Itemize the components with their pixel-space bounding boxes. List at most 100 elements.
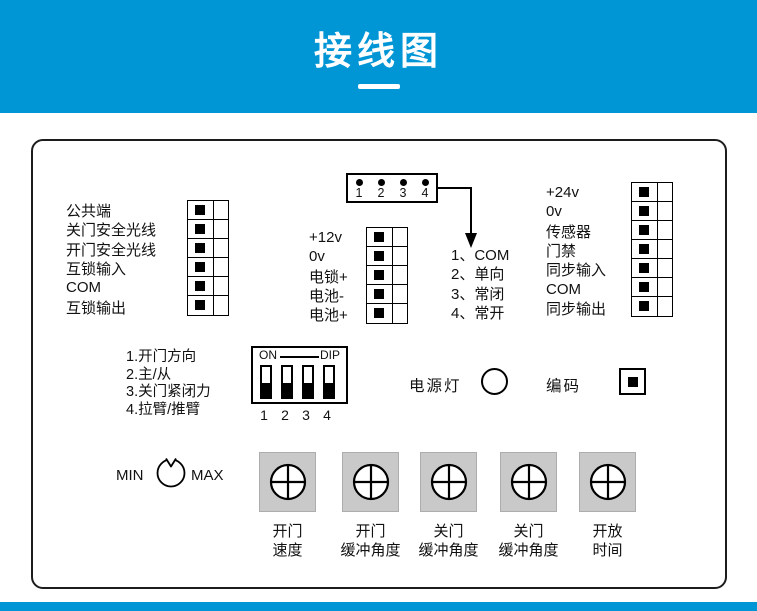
- pot-label-line: 开门: [355, 523, 386, 540]
- label-access-control: 门禁: [546, 243, 577, 261]
- terminal-screw-icon: [639, 187, 649, 197]
- label-close-door-safety-beam: 关门安全光线: [66, 222, 157, 240]
- terminal-pin: [632, 240, 672, 259]
- terminal-pin: [367, 266, 407, 285]
- label-sync-output: 同步输出: [546, 300, 607, 318]
- terminal-pin: [188, 258, 228, 277]
- page-title: 接线图: [313, 31, 443, 73]
- terminal-pin: [632, 183, 672, 202]
- dip-dip-label: DIP: [319, 348, 340, 362]
- knob-min-label: MIN: [116, 467, 144, 484]
- screw-icon: [589, 463, 626, 501]
- dip-divider-line: [280, 356, 319, 358]
- terminal-screw-icon: [195, 262, 205, 272]
- knob-max-label: MAX: [191, 467, 224, 484]
- connector-pin-number: 2: [377, 186, 385, 200]
- terminal-screw-icon: [374, 308, 384, 318]
- connector-pin-icon: [355, 179, 363, 186]
- connector-pin-numbers: 1 2 3 4: [348, 186, 436, 201]
- terminal-pin: [367, 247, 407, 266]
- top-connector: 1 2 3 4: [346, 173, 438, 203]
- legend-item-normally-open: 4、常开: [451, 305, 505, 323]
- power-light-label: 电源灯: [409, 378, 462, 395]
- connector-legend: 1、COM 2、单向 3、常闭 4、常开: [451, 245, 509, 322]
- pot-label-line: 缓冲角度: [340, 542, 401, 559]
- connector-pin-number: 3: [399, 186, 407, 200]
- label-open-door-safety-beam: 开门安全光线: [66, 241, 157, 259]
- dip-switch-3: [302, 365, 314, 399]
- label-battery-plus: 电池+: [309, 307, 348, 325]
- connector-pin-number: 4: [421, 186, 429, 200]
- dip-number: 4: [323, 407, 331, 423]
- left-terminal-block: [187, 200, 229, 316]
- terminal-pin: [367, 228, 407, 247]
- connector-pins: [348, 175, 436, 186]
- pot-label-line: 开门: [272, 523, 303, 540]
- screw-icon: [269, 463, 306, 501]
- pot-label-line: 时间: [592, 542, 623, 559]
- title-underline: [357, 84, 400, 89]
- power-light-icon: [481, 368, 508, 395]
- dip-number: 2: [281, 407, 289, 423]
- dip-label-door-direction: 1.开门方向: [126, 349, 197, 366]
- left-terminal-labels: 公共端 关门安全光线 开门安全光线 互锁输入 COM 互锁输出: [66, 201, 156, 317]
- pot-label-line: 关门: [433, 523, 464, 540]
- header-banner: 接线图: [0, 0, 757, 113]
- pot-label-line: 缓冲角度: [418, 542, 479, 559]
- label-sensor: 传感器: [546, 223, 592, 241]
- screw-icon: [352, 463, 389, 501]
- dip-on-label: ON: [259, 348, 277, 362]
- terminal-screw-icon: [639, 206, 649, 216]
- potentiometer-close-buffer-angle-1: [420, 452, 477, 512]
- terminal-screw-icon: [639, 282, 649, 292]
- label-interlock-output: 互锁输出: [66, 299, 127, 317]
- dip-switch-2: [281, 365, 293, 399]
- terminal-pin: [188, 277, 228, 296]
- label-24v: +24v: [546, 184, 579, 202]
- connector-pin-icon: [399, 179, 407, 186]
- dip-handle-icon: [304, 383, 312, 397]
- label-electric-lock-plus: 电锁+: [309, 268, 348, 286]
- dip-switch-block: ON DIP: [251, 346, 348, 404]
- terminal-screw-icon: [374, 251, 384, 261]
- dip-number: 1: [260, 407, 268, 423]
- terminal-screw-icon: [374, 289, 384, 299]
- dip-function-labels: 1.开门方向 2.主/从 3.关门紧闭力 4.拉臂/推臂: [126, 347, 211, 418]
- label-interlock-input: 互锁输入: [66, 261, 127, 279]
- pot-label-open-buffer-angle: 开门 缓冲角度: [332, 522, 409, 560]
- terminal-screw-icon: [195, 243, 205, 253]
- label-common-terminal: 公共端: [66, 203, 112, 221]
- potentiometer-open-buffer-angle: [342, 452, 399, 512]
- terminal-pin: [188, 239, 228, 258]
- terminal-pin: [188, 201, 228, 220]
- connector-arrow-icon: [438, 187, 477, 248]
- pot-label-hold-open-time: 开放 时间: [569, 522, 646, 560]
- dip-label-pull-push-arm: 4.拉臂/推臂: [126, 401, 201, 418]
- dip-label-closing-force: 3.关门紧闭力: [126, 384, 211, 401]
- pot-label-close-buffer-angle-1: 关门 缓冲角度: [410, 522, 487, 560]
- pot-label-open-speed: 开门 速度: [249, 522, 326, 560]
- potentiometer-hold-open-time: [579, 452, 636, 512]
- potentiometer-close-buffer-angle-2: [500, 452, 557, 512]
- terminal-pin: [632, 221, 672, 240]
- dip-number: 3: [302, 407, 310, 423]
- terminal-pin: [632, 278, 672, 297]
- right-terminal-labels: +24v 0v 传感器 门禁 同步输入 COM 同步输出: [546, 183, 606, 318]
- pot-label-line: 缓冲角度: [498, 542, 559, 559]
- middle-terminal-labels: +12v 0v 电锁+ 电池- 电池+: [309, 228, 348, 324]
- screw-icon: [430, 463, 467, 501]
- terminal-pin: [188, 296, 228, 315]
- right-terminal-block: [631, 182, 673, 317]
- terminal-pin: [367, 304, 407, 323]
- legend-item-com: 1、COM: [451, 247, 510, 265]
- min-max-knob-icon: [156, 458, 186, 488]
- connector-pin-number: 1: [355, 186, 363, 200]
- label-com-left: COM: [66, 279, 101, 297]
- terminal-screw-icon: [374, 270, 384, 280]
- legend-item-one-way: 2、单向: [451, 266, 505, 284]
- middle-terminal-block: [366, 227, 408, 324]
- terminal-pin: [188, 220, 228, 239]
- terminal-screw-icon: [639, 263, 649, 273]
- label-sync-input: 同步输入: [546, 262, 607, 280]
- label-com-right: COM: [546, 280, 581, 298]
